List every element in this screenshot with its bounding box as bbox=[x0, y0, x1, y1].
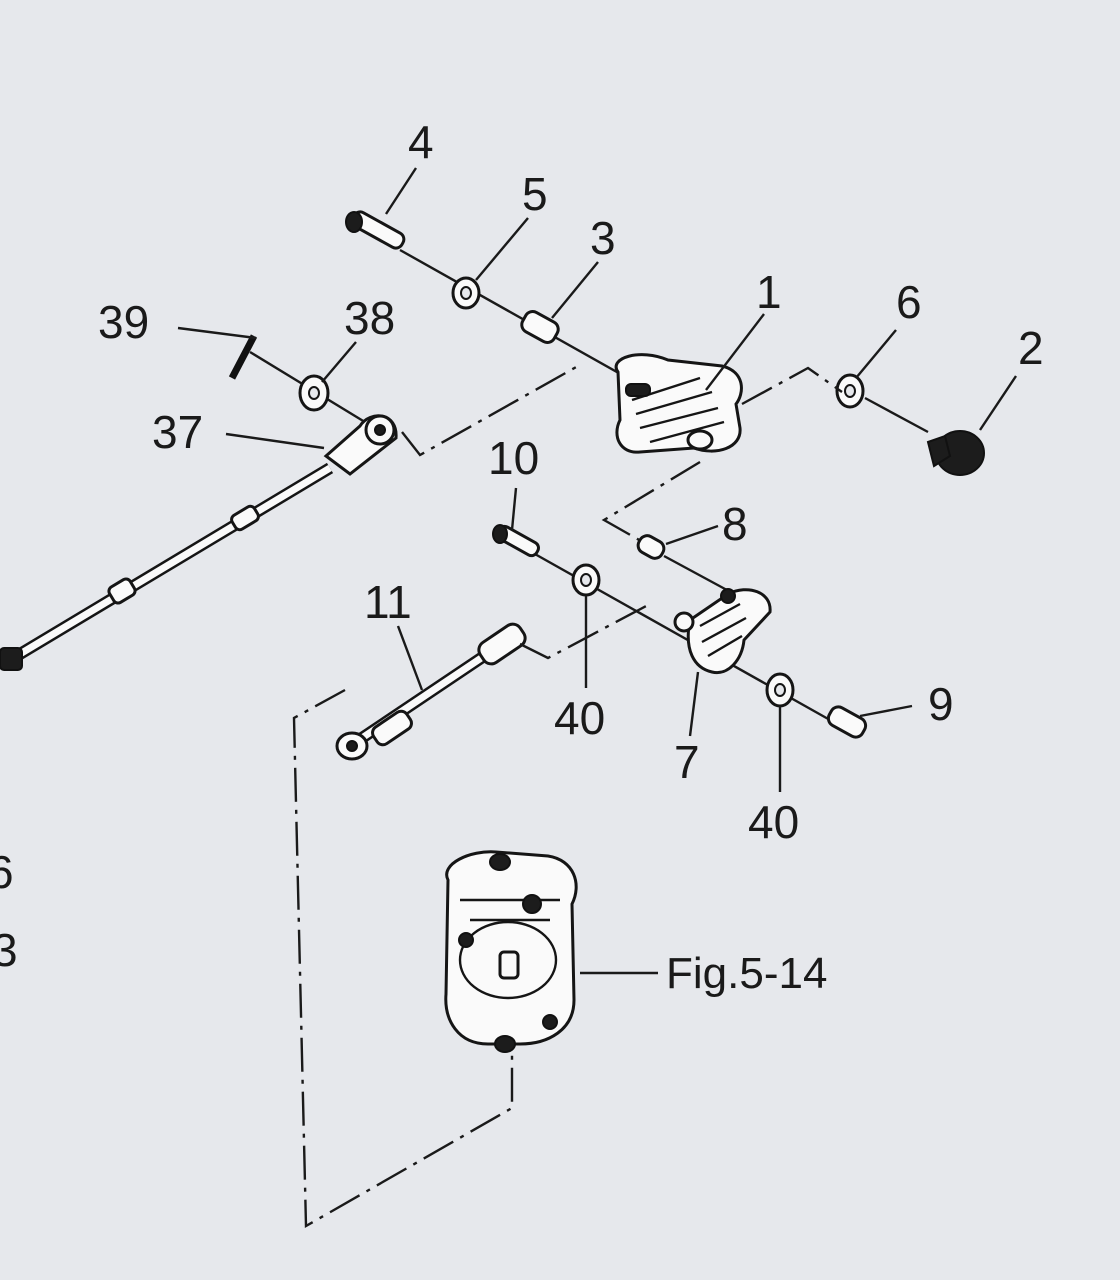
part-10-bolt bbox=[492, 524, 540, 558]
part-40-washer-upper bbox=[571, 563, 601, 597]
label-part-40-upper: 40 bbox=[554, 692, 605, 744]
label-part-3: 3 bbox=[590, 212, 616, 264]
label-part-6: 6 bbox=[896, 276, 922, 328]
leader-lines bbox=[177, 167, 1017, 975]
part-39-screw bbox=[228, 334, 258, 380]
label-part-40-lower: 40 bbox=[748, 796, 799, 848]
label-edge-6: 6 bbox=[0, 846, 14, 898]
label-part-2: 2 bbox=[1018, 322, 1044, 374]
part-11-link-rod bbox=[335, 622, 527, 761]
part-8-pin bbox=[636, 534, 666, 560]
label-part-5: 5 bbox=[522, 168, 548, 220]
link-clevis-bracket bbox=[401, 364, 579, 457]
part-6-washer bbox=[835, 373, 865, 409]
part-3-bushing bbox=[520, 310, 560, 344]
link-rod-lever bbox=[519, 602, 651, 660]
label-part-10: 10 bbox=[488, 432, 539, 484]
part-38-washer bbox=[298, 374, 330, 412]
part-5-washer bbox=[451, 276, 481, 310]
label-part-7: 7 bbox=[674, 736, 700, 788]
figure-reference-label: Fig.5-14 bbox=[666, 949, 827, 998]
part-40-washer-lower bbox=[765, 672, 795, 708]
link-bracket-lever bbox=[601, 460, 701, 547]
part-4-bolt bbox=[345, 210, 406, 250]
part-1-bracket bbox=[614, 353, 743, 454]
label-part-9: 9 bbox=[928, 678, 954, 730]
label-part-8: 8 bbox=[722, 498, 748, 550]
label-part-38: 38 bbox=[344, 292, 395, 344]
part-37-clevis bbox=[323, 414, 398, 476]
label-edge-3: 3 bbox=[0, 924, 18, 976]
axis-knob bbox=[864, 396, 929, 434]
label-part-1: 1 bbox=[756, 266, 782, 318]
label-part-4: 4 bbox=[408, 116, 434, 168]
label-part-39: 39 bbox=[98, 296, 149, 348]
link-rod-housing bbox=[292, 688, 514, 1229]
link-bracket-knob bbox=[741, 366, 843, 406]
part-9-pin bbox=[826, 705, 868, 739]
part-2-knob bbox=[926, 430, 985, 476]
label-part-11: 11 bbox=[364, 576, 412, 628]
housing-fig-5-14 bbox=[444, 850, 578, 1053]
control-rod bbox=[0, 462, 334, 671]
part-7-lever bbox=[673, 588, 772, 675]
label-part-37: 37 bbox=[152, 406, 203, 458]
axis-upper-shaft bbox=[399, 248, 641, 387]
